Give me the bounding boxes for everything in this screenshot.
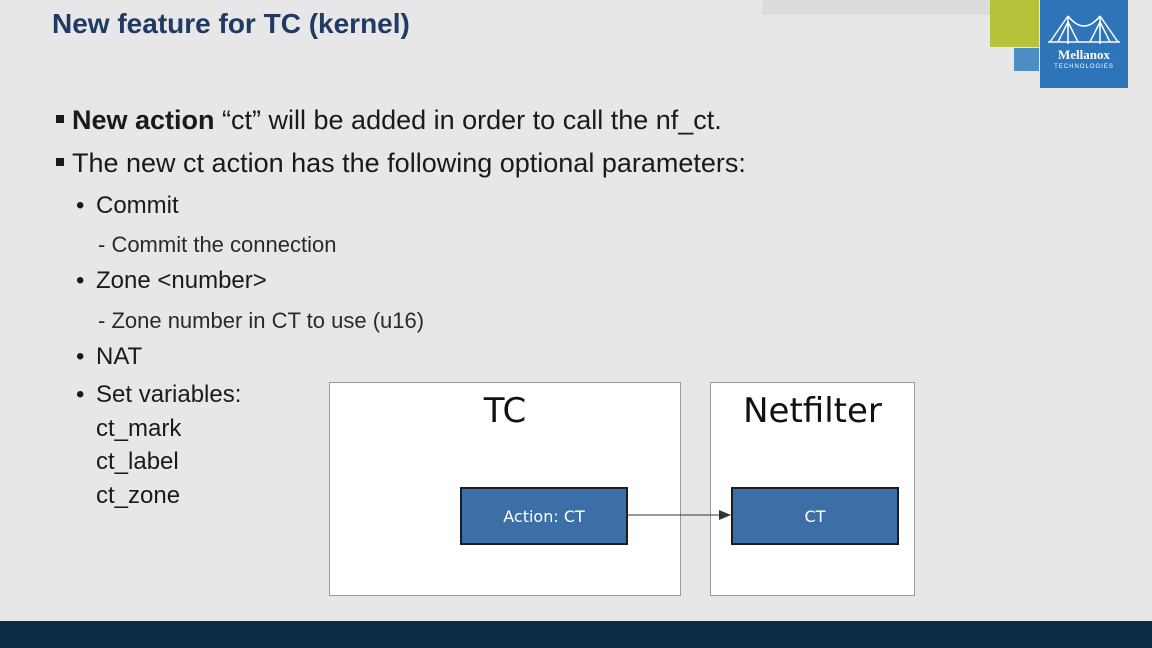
bullet-text: “ct” will be added in order to call the … [214,105,722,135]
variable-ct-label: ct_label [96,448,179,475]
logo-subtitle: TECHNOLOGIES [1054,64,1114,70]
accent-square-green [990,0,1039,47]
dot-bullet-icon: • [76,343,85,370]
slide-title: New feature for TC (kernel) [52,8,410,39]
square-bullet-icon [56,115,64,123]
bullet-text: The new ct action has the following opti… [72,148,746,178]
zone-description: - Zone number in CT to use (u16) [98,308,425,333]
action-ct-box: Action: CT [460,487,628,545]
netfilter-box-title: Netfilter [743,391,882,431]
mellanox-logo: Mellanox TECHNOLOGIES [1040,0,1128,88]
dot-bullet-icon: • [76,267,85,294]
commit-description: - Commit the connection [98,232,337,257]
logo-name: Mellanox [1058,47,1110,62]
bullet-bold-text: New action [72,105,215,135]
dot-bullet-icon: • [76,381,85,408]
ct-box: CT [731,487,899,545]
bullet-commit: •Commit [76,192,179,219]
bullet-nat: •NAT [76,343,143,370]
tc-box-title: TC [483,391,527,431]
bullet-zone: •Zone <number> [76,267,267,294]
variable-ct-mark: ct_mark [96,415,182,442]
header-strip [762,0,990,15]
square-bullet-icon [56,158,64,166]
bridge-icon [1048,15,1120,44]
bullet-set-variables: •Set variables: [76,381,242,408]
variable-ct-zone: ct_zone [96,482,181,509]
bullet-new-action: New action “ct” will be added in order t… [56,105,722,136]
accent-square-blue [1014,48,1039,71]
bullet-parameters: The new ct action has the following opti… [56,148,746,179]
dot-bullet-icon: • [76,192,85,219]
footer-bar [0,621,1152,648]
